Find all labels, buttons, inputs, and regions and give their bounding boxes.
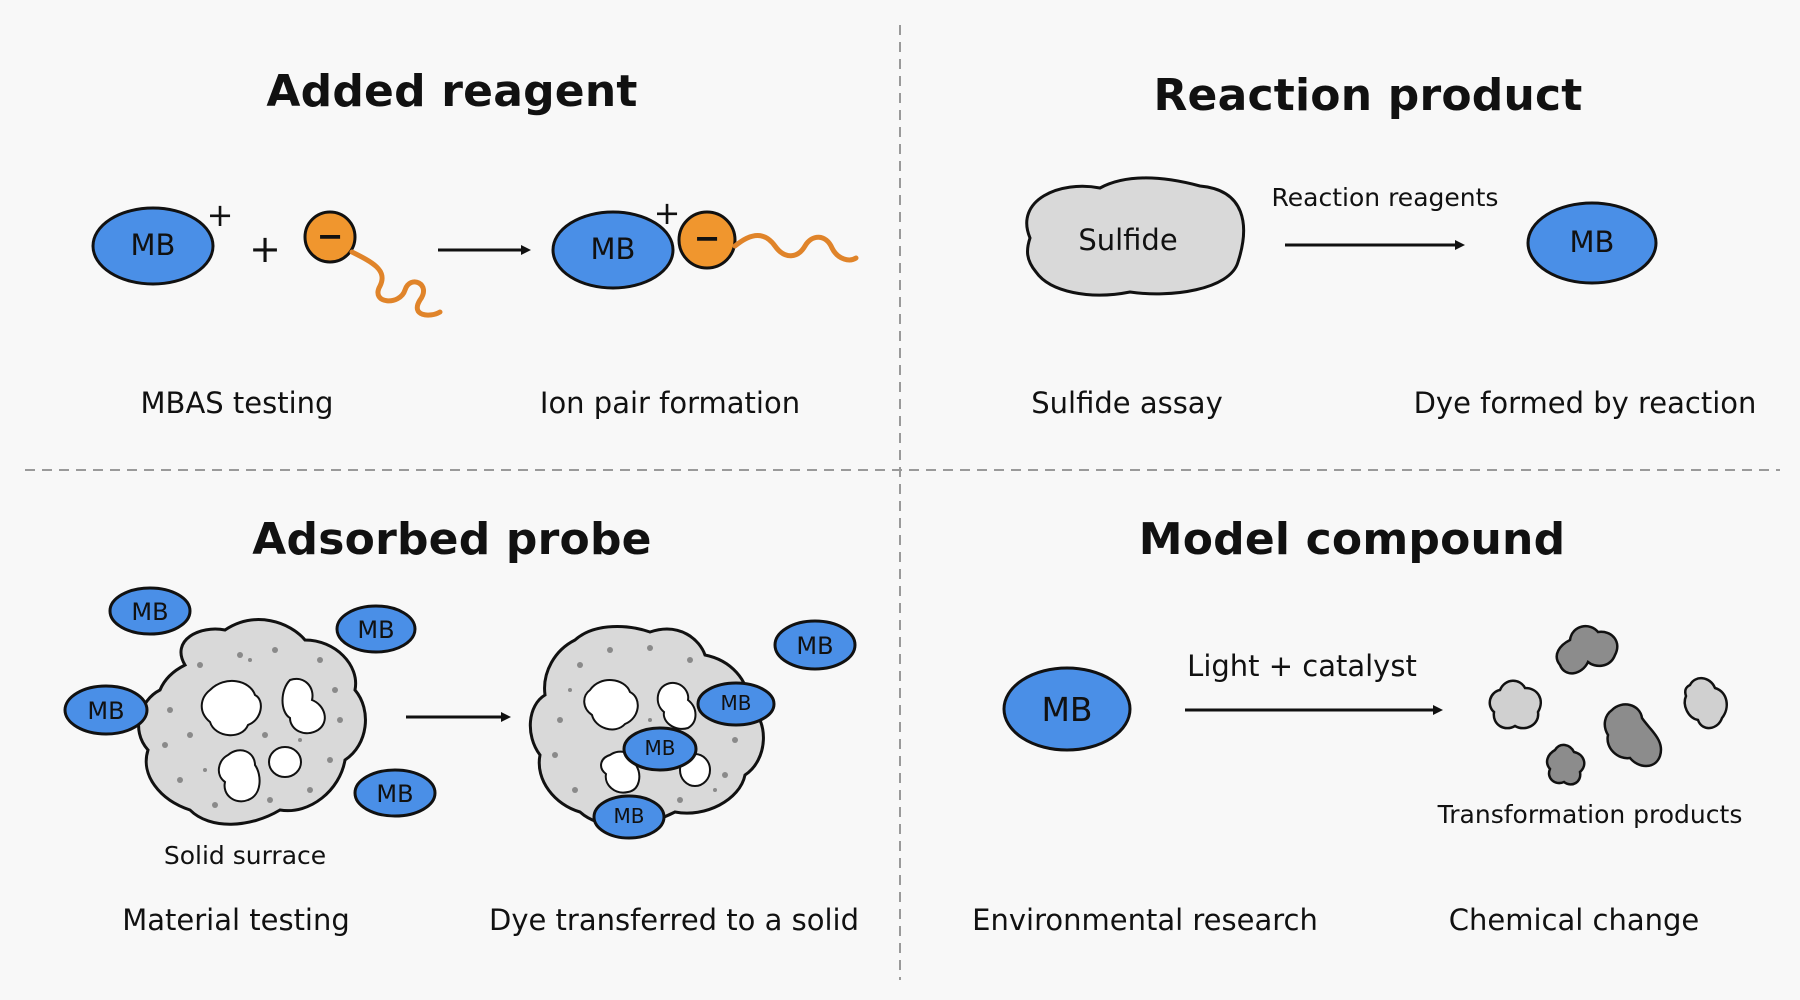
caption-right: Dye formed by reaction xyxy=(1413,386,1757,420)
panel-title: Adsorbed probe xyxy=(252,514,652,565)
mb-label: MB xyxy=(590,232,636,266)
product-fragment xyxy=(1545,743,1586,786)
mb-label: MB xyxy=(613,804,645,828)
mb-label: MB xyxy=(1041,690,1093,729)
solid-pore xyxy=(200,680,262,737)
mb-molecule xyxy=(108,586,192,636)
panel-model-compound-graphics xyxy=(1002,624,1728,786)
mb-label: MB xyxy=(131,598,169,626)
panel-added-reagent-graphics xyxy=(91,206,859,318)
mb-molecule xyxy=(592,794,666,840)
mb-molecule xyxy=(622,726,698,772)
arrow-label: Light + catalyst xyxy=(1187,649,1417,683)
arrow-label: Reaction reagents xyxy=(1271,183,1499,212)
solid-pore xyxy=(281,677,326,735)
mb-label: MB xyxy=(644,736,676,760)
mb-label: MB xyxy=(376,780,414,808)
surfactant-tail xyxy=(732,233,859,263)
surfactant-tail xyxy=(349,249,443,318)
solid-pore xyxy=(583,679,639,731)
anion-charge: − xyxy=(693,219,721,257)
solid-specks xyxy=(162,647,343,808)
product-fragment xyxy=(1555,624,1619,675)
mb-label: MB xyxy=(130,228,176,262)
mb-label: MB xyxy=(87,697,125,725)
cation-charge: + xyxy=(206,196,234,234)
solid-pore xyxy=(217,749,261,803)
caption-right: Dye transferred to a solid xyxy=(488,903,860,937)
solid-pore xyxy=(656,681,697,730)
cation-charge: + xyxy=(653,194,681,232)
panel-adsorbed-probe-graphics xyxy=(63,586,857,840)
panel-title: Added reagent xyxy=(266,66,638,117)
mb-molecule xyxy=(335,604,417,654)
plus-operator: + xyxy=(249,227,281,271)
mb-molecule xyxy=(551,210,675,290)
product-fragment xyxy=(1488,679,1542,730)
caption-left: Environmental research xyxy=(972,903,1318,937)
solid-pore xyxy=(268,746,302,778)
products-label: Transformation products xyxy=(1437,800,1743,829)
mb-label: MB xyxy=(796,632,834,660)
mb-molecule xyxy=(63,684,149,736)
caption-left: Sulfide assay xyxy=(1031,386,1223,420)
mb-molecule xyxy=(1526,201,1658,285)
caption-right: Chemical change xyxy=(1448,903,1700,937)
caption-left: MBAS testing xyxy=(140,386,334,420)
mb-label: MB xyxy=(357,616,395,644)
mb-molecule xyxy=(91,206,215,286)
anion-head xyxy=(677,210,737,270)
panel-reaction-product-graphics xyxy=(1025,176,1658,297)
anion-head xyxy=(303,210,357,264)
mb-label: MB xyxy=(1569,225,1615,259)
panel-title: Model compound xyxy=(1138,514,1566,565)
mb-molecule xyxy=(696,681,776,727)
caption-right: Ion pair formation xyxy=(539,386,801,420)
product-fragment xyxy=(1603,703,1663,768)
mb-molecule xyxy=(773,619,857,671)
mb-label: MB xyxy=(720,691,752,715)
sulfide-blob xyxy=(1025,176,1246,297)
solid-label: Solid surrace xyxy=(163,841,327,870)
caption-left: Material testing xyxy=(122,903,350,937)
sulfide-label: Sulfide xyxy=(1078,223,1178,257)
mb-molecule xyxy=(353,768,437,818)
mb-molecule xyxy=(1002,666,1132,752)
panel-title: Reaction product xyxy=(1153,70,1583,121)
anion-charge: − xyxy=(316,217,344,255)
product-fragment xyxy=(1683,677,1728,730)
